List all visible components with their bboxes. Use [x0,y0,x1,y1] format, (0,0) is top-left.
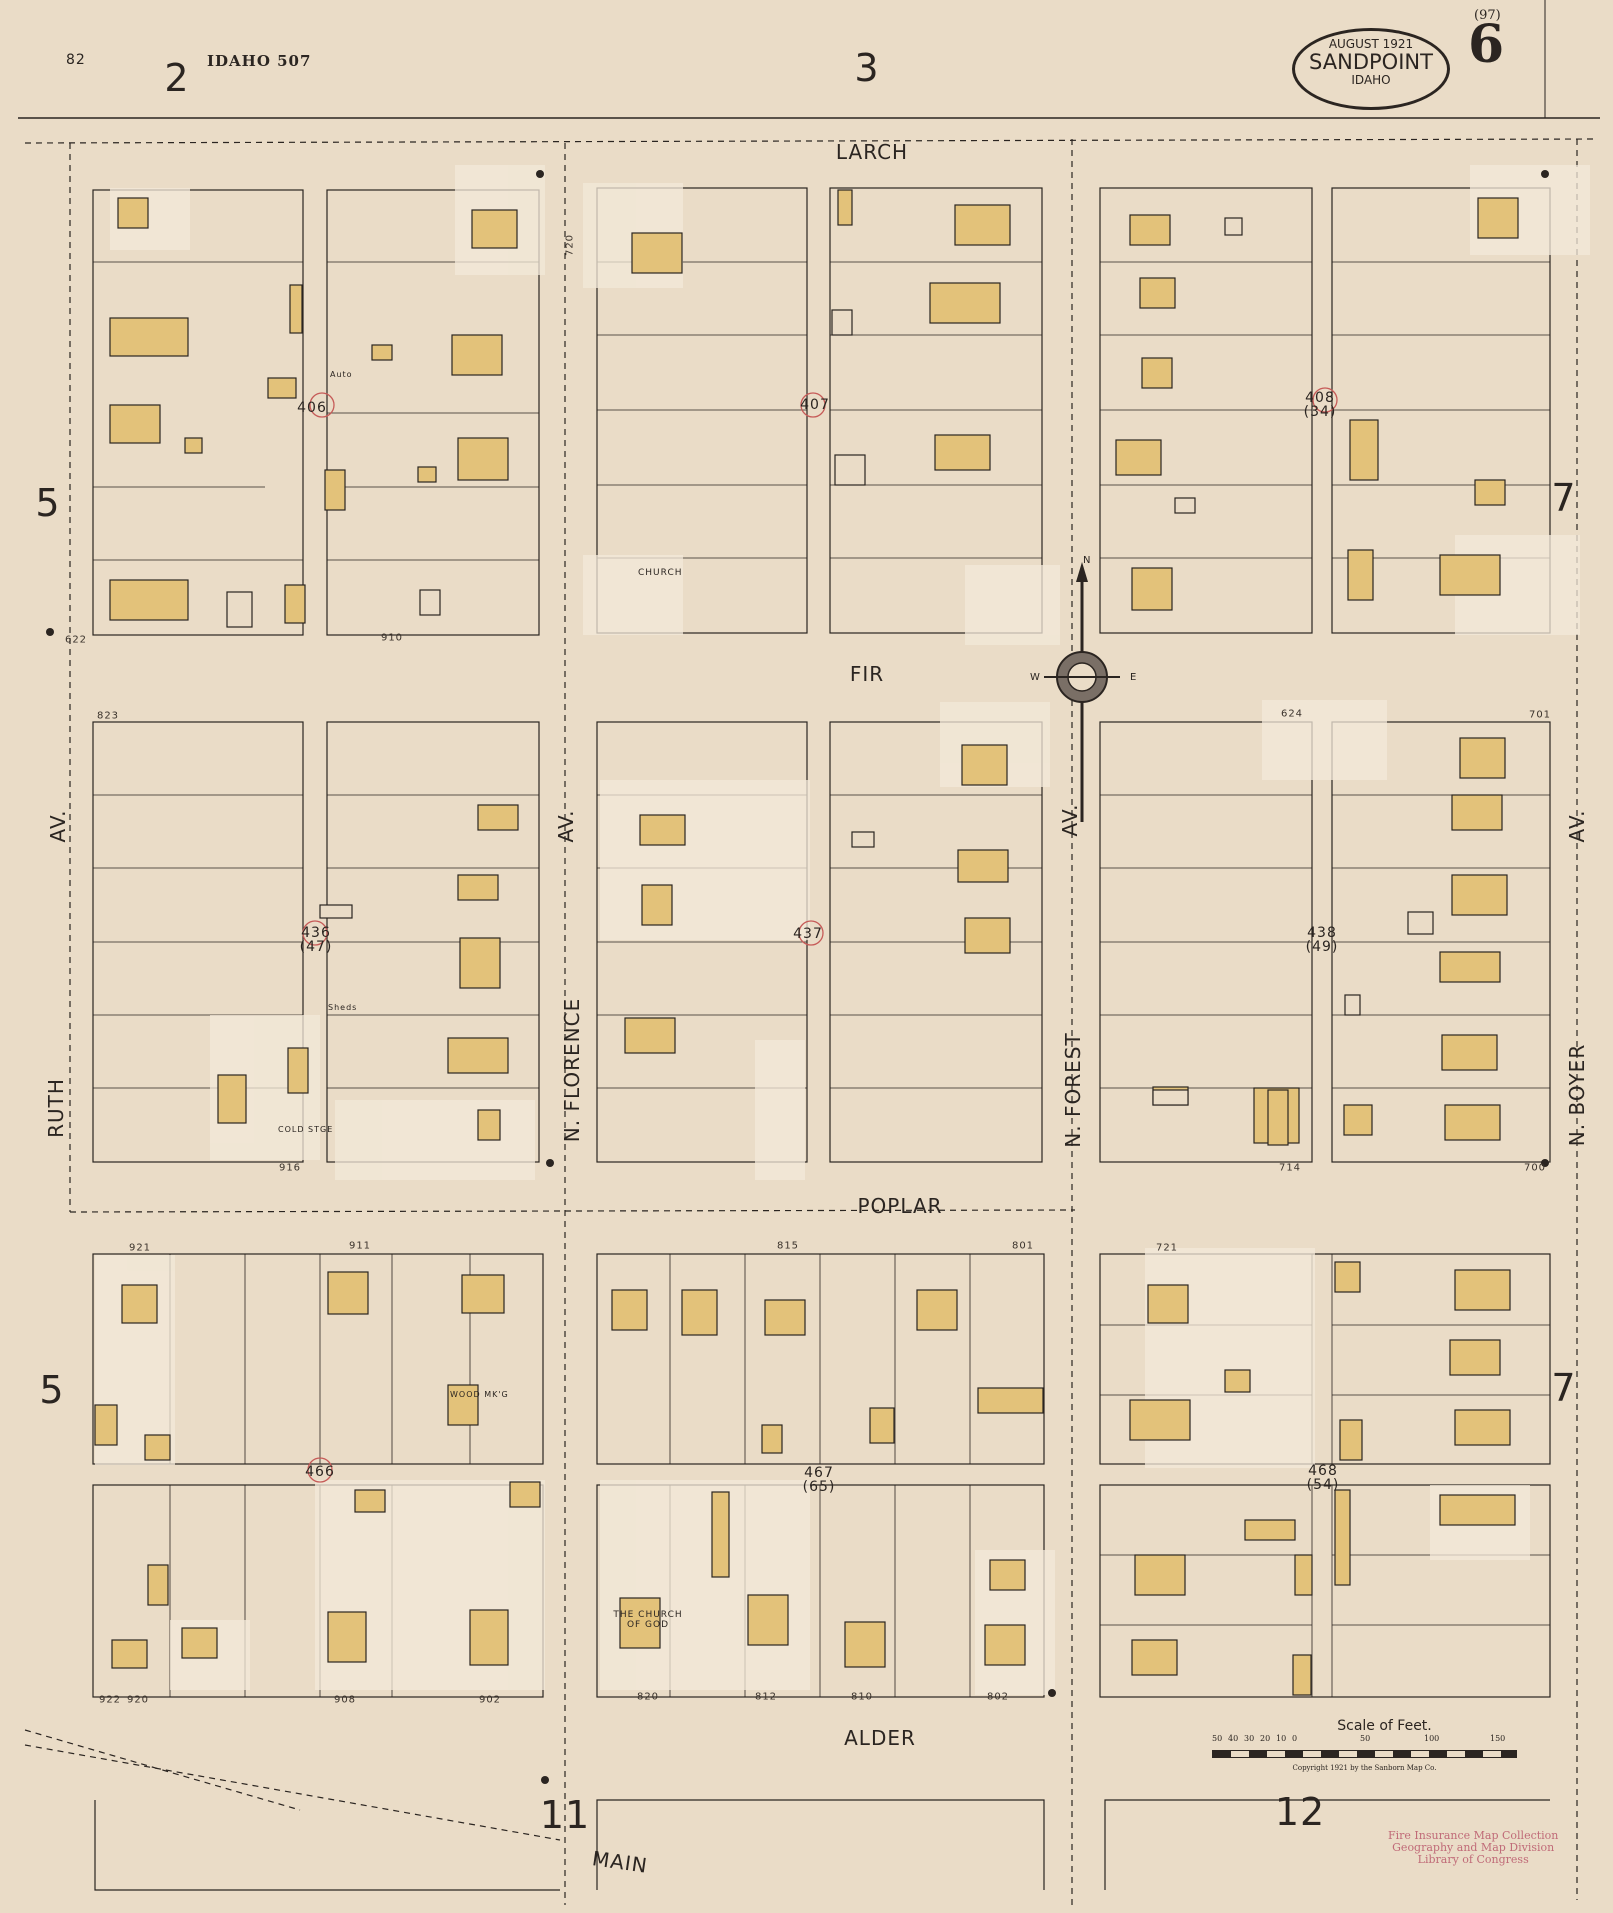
block-406: 406 [297,400,327,416]
label-church: CHURCH [638,568,683,578]
address-923: 823 [96,710,120,722]
street-forest-av: AV. [1058,803,1082,837]
street-forest: N. FOREST [1061,1032,1085,1148]
street-ruth: RUTH [44,1078,68,1138]
adjacent-sheet-3: 3 [854,46,880,90]
address-922-fir: 622 [64,634,88,646]
adjacent-sheet-east-upper: 7 [1551,476,1577,520]
adjacent-sheet-west-upper: 5 [35,481,61,525]
title-oval: AUGUST 1921 SANDPOINT IDAHO [1292,28,1450,110]
street-ruth-av: AV. [46,809,70,843]
block-468: 468(54) [1306,1463,1340,1493]
address-820: 820 [636,1691,660,1703]
compass-north: N [1083,555,1092,566]
address-720: 720 [564,233,576,257]
address-721: 721 [1155,1242,1179,1254]
scale-tick: 50 [1212,1734,1223,1743]
scale-tick: 30 [1244,1734,1255,1743]
scale-ticks: 50 40 30 20 10 0 50 100 150 [1212,1734,1517,1748]
block-438: 438(49) [1305,925,1339,955]
city-name: SANDPOINT [1309,50,1433,74]
address-701: 701 [1528,709,1552,721]
label-auto: Auto [330,370,353,379]
adjacent-sheet-south-right: 12 [1274,1790,1326,1834]
street-florence: N. FLORENCE [560,997,584,1143]
block-407: 407 [800,397,830,413]
water-main-lines [24,138,1599,1905]
stamp-line-3: Library of Congress [1417,1853,1529,1866]
address-714: 714 [1278,1162,1302,1174]
compass-east: E [1130,672,1138,683]
address-815: 815 [776,1240,800,1252]
stamp-line-1: Fire Insurance Map Collection [1388,1829,1559,1842]
block-number-circles [302,387,1338,1483]
stamp-line-2: Geography and Map Division [1392,1841,1555,1854]
adjacent-sheet-west-lower: 5 [39,1368,65,1412]
block-436: 436(47) [299,925,333,955]
address-802: 802 [986,1691,1010,1703]
dwellings [94,189,1519,1696]
street-boyer: N. BOYER [1565,1043,1589,1147]
address-801: 801 [1011,1240,1035,1252]
address-902: 902 [478,1694,502,1706]
corner-number: 82 [66,52,86,68]
adjacent-sheet-south-left: 11 [539,1793,591,1837]
scale-title: Scale of Feet. [1337,1718,1432,1734]
street-alder: ALDER [844,1726,916,1750]
adjacent-sheet-east-lower: 7 [1551,1366,1577,1410]
street-fir: FIR [849,662,885,686]
address-810: 810 [850,1691,874,1703]
sheet-alt-number: (97) [1474,8,1501,23]
adjacent-sheet-2: 2 [164,56,190,100]
street-poplar: POPLAR [857,1194,943,1218]
compass-west: W [1030,672,1041,683]
street-florence-av: AV. [554,809,578,843]
hydrant-dots [46,170,1549,1784]
outbuildings [226,217,1434,1106]
address-812: 812 [754,1691,778,1703]
map-date: AUGUST 1921 [1328,37,1414,51]
address-700: 700 [1523,1162,1547,1174]
scale-tick: 50 [1360,1734,1371,1743]
block-467: 467(65) [802,1465,836,1495]
address-922: 922 [98,1694,122,1706]
block-408: 408(34) [1303,390,1337,420]
address-921: 921 [128,1242,152,1254]
scale-tick: 10 [1276,1734,1287,1743]
library-stamp: Fire Insurance Map Collection Geography … [1388,1830,1558,1866]
address-920: 920 [126,1694,150,1706]
sheet-number: 6 [1468,14,1505,75]
state-name: IDAHO [1351,73,1391,87]
copyright: Copyright 1921 by the Sanborn Map Co. [1292,1764,1437,1772]
label-church-of-god: THE CHURCH OF GOD [613,1610,683,1630]
street-boyer-av: AV. [1565,809,1589,843]
scale-bar [1212,1750,1517,1758]
scale-of-feet: Scale of Feet. 50 40 30 20 10 0 50 100 1… [1212,1718,1517,1772]
street-larch: LARCH [835,140,909,164]
address-908: 908 [333,1694,357,1706]
label-sheds: Sheds [328,1003,358,1012]
address-911: 911 [348,1240,372,1252]
block-437: 437 [793,926,823,942]
compass-rose [1044,562,1120,822]
block-466: 466 [305,1464,335,1480]
scale-tick: 40 [1228,1734,1239,1743]
scale-tick: 0 [1292,1734,1298,1743]
scale-tick: 150 [1490,1734,1506,1743]
address-910: 910 [380,632,404,644]
label-wood-mkg: WOOD MK'G [450,1390,509,1399]
address-624: 624 [1280,708,1304,720]
label-cold-storage: COLD STGE [278,1125,334,1134]
address-916: 916 [278,1162,302,1174]
volume-label: IDAHO 507 [207,52,312,70]
scale-tick: 100 [1424,1734,1440,1743]
scale-tick: 20 [1260,1734,1271,1743]
